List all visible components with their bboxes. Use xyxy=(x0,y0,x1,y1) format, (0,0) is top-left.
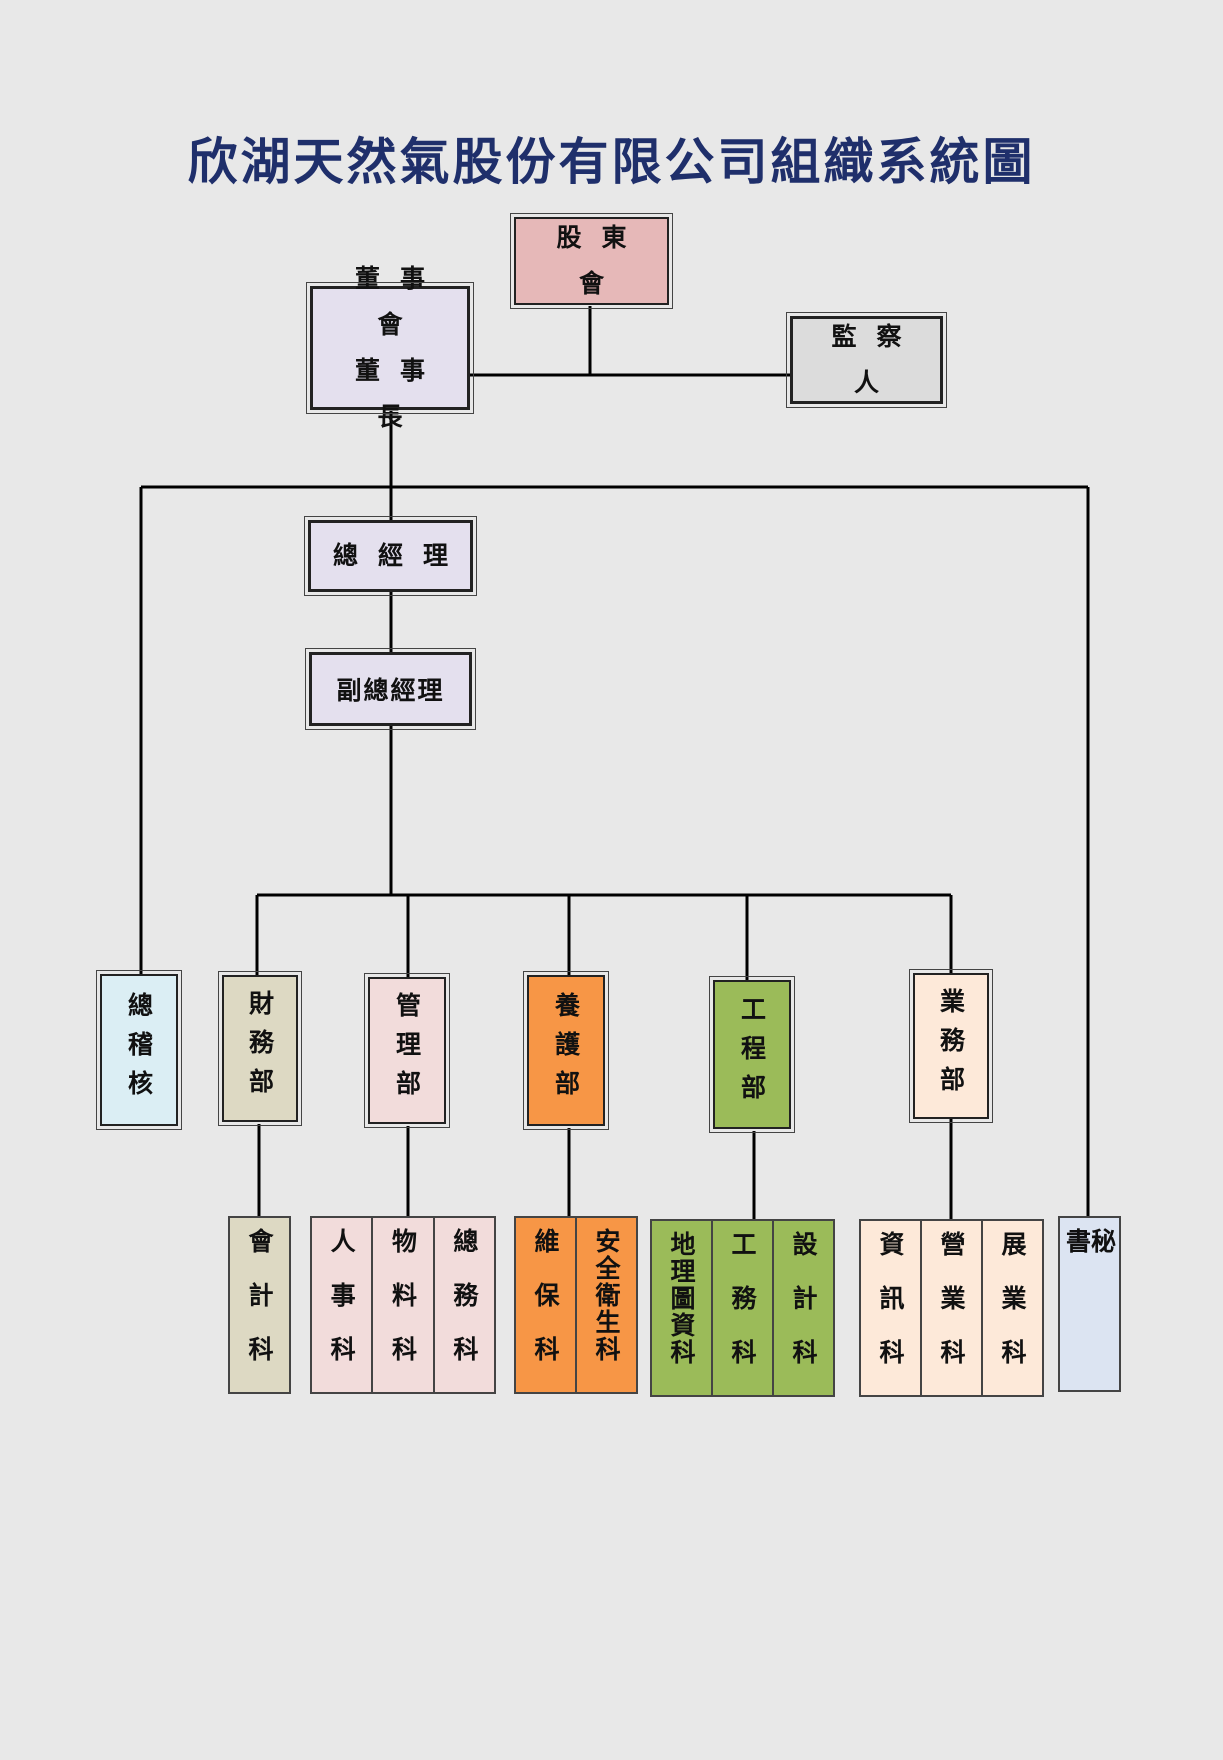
general-manager-box: 總經理 xyxy=(304,516,477,596)
section-design: 設計科 xyxy=(772,1221,833,1395)
engineering-sections: 地理圖資科 工務科 設計科 xyxy=(650,1219,835,1397)
shareholders-label: 股東會 xyxy=(556,223,647,298)
deputy-gm-label: 副總經理 xyxy=(336,676,445,705)
business-dept-box: 業務部 xyxy=(909,969,993,1123)
maintenance-sections: 維保科 安全衛生科 xyxy=(514,1216,638,1394)
engineering-dept-box: 工程部 xyxy=(709,976,795,1133)
section-maintenance: 維保科 xyxy=(531,1228,560,1390)
secretary-label: 秘書 xyxy=(1062,1228,1117,1311)
maintenance-dept-label: 養護部 xyxy=(551,992,581,1109)
finance-dept-label: 財務部 xyxy=(245,990,275,1107)
section-safety-health: 安全衛生科 xyxy=(575,1218,636,1392)
audit-label: 總稽核 xyxy=(124,991,154,1109)
section-information: 資訊科 xyxy=(876,1231,905,1393)
management-dept-box: 管理部 xyxy=(364,973,450,1128)
section-operations: 營業科 xyxy=(920,1221,981,1395)
board-box: 董事會 董事長 xyxy=(306,264,474,431)
section-materials: 物料科 xyxy=(371,1218,432,1392)
secretary-box: 秘書 xyxy=(1058,1216,1121,1392)
section-personnel: 人事科 xyxy=(327,1228,357,1390)
maintenance-dept-box: 養護部 xyxy=(523,971,609,1130)
section-accounting: 會計科 xyxy=(245,1228,274,1390)
management-dept-label: 管理部 xyxy=(392,992,422,1109)
section-expansion: 展業科 xyxy=(981,1221,1042,1395)
board-label: 董事會 xyxy=(354,264,445,339)
management-sections: 人事科 物料科 總務科 xyxy=(310,1216,496,1394)
section-gis: 地理圖資科 xyxy=(667,1231,696,1366)
finance-sections: 會計科 xyxy=(228,1216,291,1394)
supervisor-label: 監察人 xyxy=(831,322,922,397)
business-dept-label: 業務部 xyxy=(936,987,966,1105)
shareholders-box: 股東會 xyxy=(510,213,673,309)
deputy-gm-box: 副總經理 xyxy=(305,648,476,730)
finance-dept-box: 財務部 xyxy=(218,971,302,1126)
chairman-label: 董事長 xyxy=(354,356,445,431)
section-works: 工務科 xyxy=(711,1221,772,1395)
supervisor-box: 監察人 xyxy=(786,312,947,408)
audit-box: 總稽核 xyxy=(96,970,182,1130)
engineering-dept-label: 工程部 xyxy=(737,996,767,1113)
general-manager-label: 總經理 xyxy=(332,541,468,570)
business-sections: 資訊科 營業科 展業科 xyxy=(859,1219,1044,1397)
page-title: 欣湖天然氣股份有限公司組織系統圖 xyxy=(187,132,1036,191)
section-general-affairs: 總務科 xyxy=(432,1218,494,1392)
